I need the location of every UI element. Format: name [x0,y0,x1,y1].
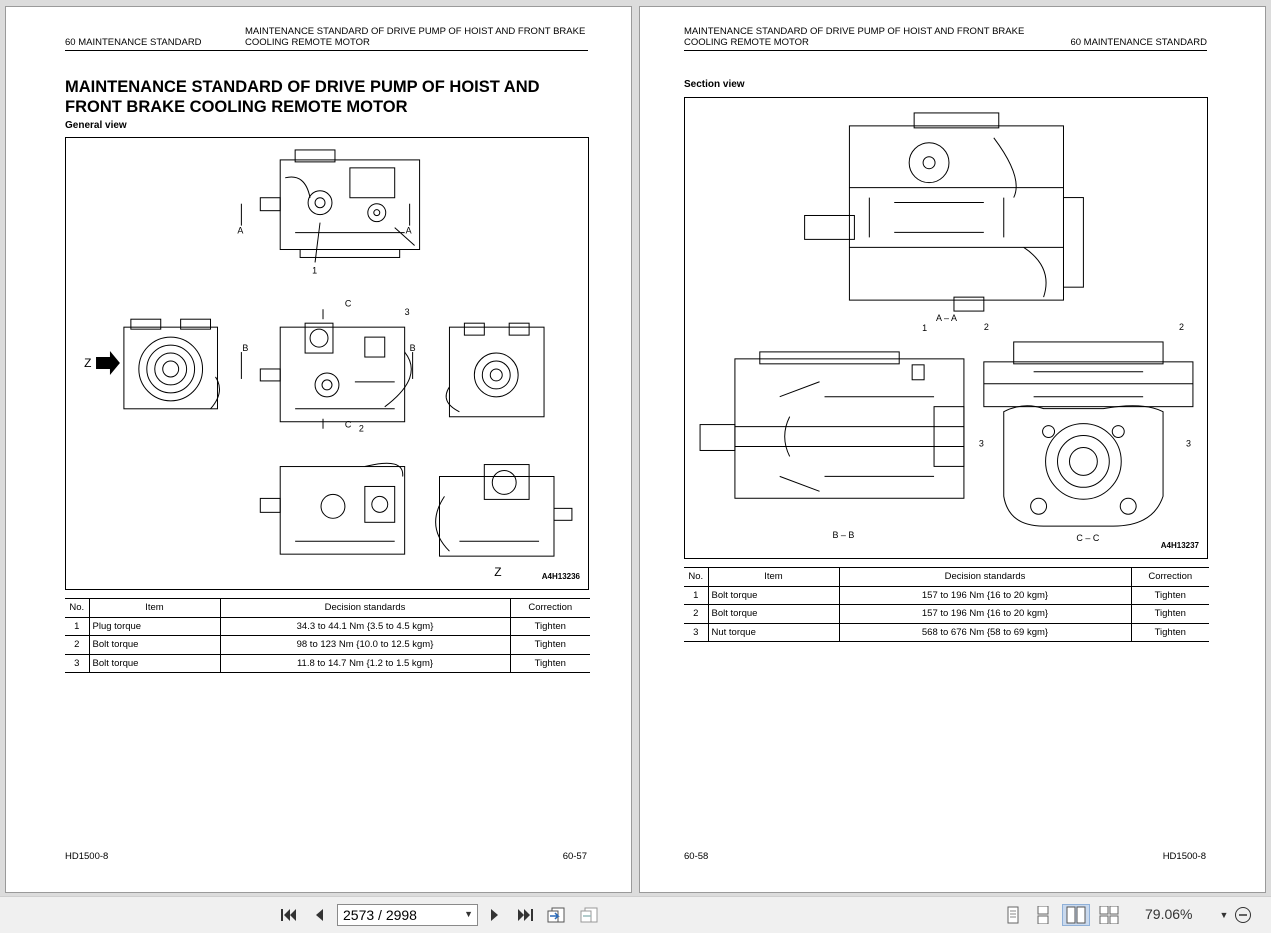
page-dropdown-icon[interactable]: ▼ [464,909,473,919]
col-correction: Correction [509,598,590,618]
header-section: 60 MAINTENANCE STANDARD [1070,37,1207,48]
page-header: MAINTENANCE STANDARD OF DRIVE PUMP OF HO… [684,26,1207,51]
col-no: No. [684,567,708,587]
continuous-facing-icon[interactable] [1097,904,1121,926]
figure-subtitle: General view [65,120,127,131]
section-label-bb: B – B [832,530,854,540]
left-page: 60 MAINTENANCE STANDARD MAINTENANCE STAN… [5,6,632,893]
callout-b-right: B [410,343,416,353]
next-view-icon[interactable] [578,904,602,926]
callout-3-left: 3 [979,438,984,448]
callout-a-left: A [237,226,243,236]
page-header: 60 MAINTENANCE STANDARD MAINTENANCE STAN… [65,26,588,51]
footer-model: HD1500-8 [1162,851,1206,862]
col-decision: Decision standards [219,598,510,618]
spec-table: No. Item Decision standards Correction 1… [65,598,590,673]
table-row: 3 Nut torque 568 to 676 Nm {58 to 69 kgm… [684,623,1209,642]
prev-page-icon[interactable] [309,904,329,926]
callout-z-arrow: Z [84,356,91,370]
document-viewport[interactable]: 60 MAINTENANCE STANDARD MAINTENANCE STAN… [0,0,1271,896]
zoom-out-icon[interactable] [1233,904,1253,926]
table-row: 1 Bolt torque 157 to 196 Nm {16 to 20 kg… [684,586,1209,605]
continuous-page-icon[interactable] [1031,904,1055,926]
col-item: Item [88,598,220,618]
zoom-level[interactable]: 79.06% [1145,906,1193,922]
right-page: MAINTENANCE STANDARD OF DRIVE PUMP OF HO… [639,6,1266,893]
header-title: MAINTENANCE STANDARD OF DRIVE PUMP OF HO… [684,26,1025,48]
facing-pages-icon[interactable] [1062,904,1090,926]
section-label-cc: C – C [1076,533,1099,543]
callout-c-top: C [345,298,352,308]
callout-2-left: 2 [984,322,989,332]
callout-3: 3 [405,307,410,317]
viewer-toolbar: 2573 / 2998 ▼ 79.06% ▼ [0,896,1271,933]
callout-2-right: 2 [1179,322,1184,332]
general-view-figure: A A 1 C 3 B B C 2 Z Z A4H13236 [65,137,589,590]
footer-model: HD1500-8 [65,851,109,862]
callout-a-right: A [406,226,412,236]
single-page-icon[interactable] [1001,904,1025,926]
page-number-input[interactable]: 2573 / 2998 ▼ [337,904,478,926]
prev-view-icon[interactable] [545,904,569,926]
figure-code: A4H13236 [541,572,580,581]
col-correction: Correction [1130,567,1209,587]
section-view-figure: A – A B – B C – C 1 2 2 3 3 A4H13237 [684,97,1208,559]
footer-page-number: 60-57 [562,851,587,862]
callout-3-right: 3 [1186,438,1191,448]
table-row: 2 Bolt torque 157 to 196 Nm {16 to 20 kg… [684,604,1209,624]
col-item: Item [707,567,839,587]
section-view-drawing: A – A B – B C – C 1 2 2 3 3 [699,112,1194,543]
spec-table: No. Item Decision standards Correction 1… [684,567,1209,642]
last-page-icon[interactable] [513,904,537,926]
table-row: 2 Bolt torque 98 to 123 Nm {10.0 to 12.5… [65,635,590,655]
table-row: 3 Bolt torque 11.8 to 14.7 Nm {1.2 to 1.… [65,654,590,673]
table-row: 1 Plug torque 34.3 to 44.1 Nm {3.5 to 4.… [65,617,590,636]
figure-code: A4H13237 [1160,541,1199,550]
col-no: No. [65,598,89,618]
table-header-row: No. Item Decision standards Correction [65,598,590,618]
page-title: MAINTENANCE STANDARD OF DRIVE PUMP OF HO… [65,78,540,116]
callout-b-left: B [242,343,248,353]
header-title: MAINTENANCE STANDARD OF DRIVE PUMP OF HO… [245,26,586,48]
callout-2: 2 [359,424,364,434]
callout-1: 1 [312,265,317,275]
callout-1: 1 [922,323,927,333]
header-section: 60 MAINTENANCE STANDARD [65,37,202,48]
table-header-row: No. Item Decision standards Correction [684,567,1209,587]
col-decision: Decision standards [838,567,1131,587]
section-label-aa: A – A [936,313,957,323]
next-page-icon[interactable] [485,904,505,926]
page-indicator: 2573 / 2998 [343,907,417,923]
callout-c-bottom: C [345,420,352,430]
footer-page-number: 60-58 [684,851,709,862]
general-view-drawing: A A 1 C 3 B B C 2 Z Z [84,149,573,579]
figure-subtitle: Section view [684,79,745,90]
callout-z-view: Z [494,565,501,579]
first-page-icon[interactable] [277,904,301,926]
zoom-dropdown-icon[interactable]: ▼ [1219,910,1229,920]
